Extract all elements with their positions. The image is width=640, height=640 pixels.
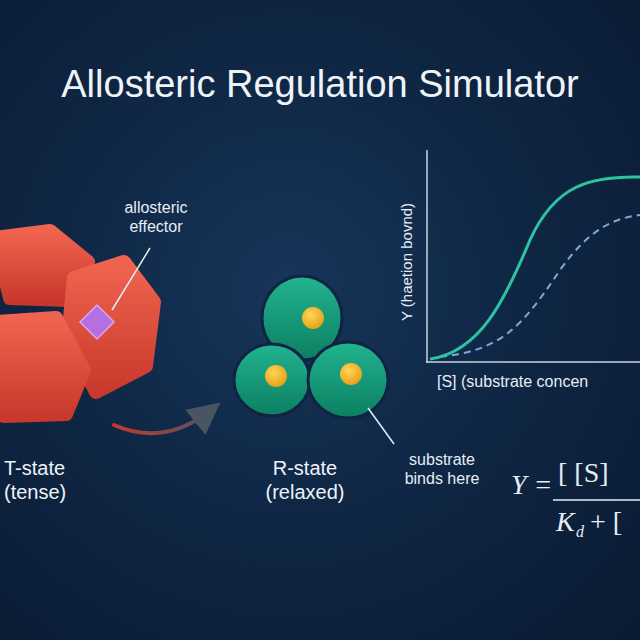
protein-subunit bbox=[0, 318, 84, 416]
t-state-node: T-state (tense) bbox=[4, 225, 114, 510]
effector-diamond bbox=[80, 305, 114, 339]
substrate-dot bbox=[340, 363, 362, 385]
equation-part: d bbox=[576, 522, 584, 541]
substrate-dot bbox=[265, 365, 287, 387]
r-state-protein bbox=[234, 276, 388, 418]
fraction-bar bbox=[553, 499, 640, 501]
equation-part: Y = bbox=[511, 468, 552, 502]
state-label: R-state (relaxed) bbox=[250, 456, 360, 510]
transition-arrow bbox=[114, 410, 211, 433]
axis-label: [S] (substrate concen bbox=[437, 372, 588, 391]
protein-subunit bbox=[308, 342, 388, 418]
state-label: T-state (tense) bbox=[4, 456, 90, 510]
sigmoid-curve bbox=[430, 177, 640, 359]
equation-part: + [ bbox=[590, 505, 622, 539]
leader-line bbox=[368, 408, 394, 444]
equation-part: [ [S] bbox=[558, 456, 609, 490]
protein-subunit bbox=[234, 344, 310, 416]
x-axis bbox=[426, 361, 640, 363]
r-state-node: R-state (relaxed) bbox=[215, 270, 395, 510]
t-state-protein bbox=[0, 231, 154, 416]
equation-part: K bbox=[556, 505, 575, 539]
title: Allosteric Regulation Simulator bbox=[61, 62, 578, 108]
substrate-dots bbox=[265, 307, 362, 387]
binding-graph bbox=[426, 150, 640, 363]
leader-line bbox=[112, 248, 150, 310]
callout-label: substrate binds here bbox=[393, 450, 491, 488]
substrate-dot bbox=[302, 307, 324, 329]
y-axis bbox=[426, 150, 428, 363]
effector-label: allosteric effector bbox=[110, 198, 202, 236]
dashed-curve bbox=[440, 215, 640, 357]
axis-label: Y (haetion bovnd) bbox=[398, 203, 416, 321]
